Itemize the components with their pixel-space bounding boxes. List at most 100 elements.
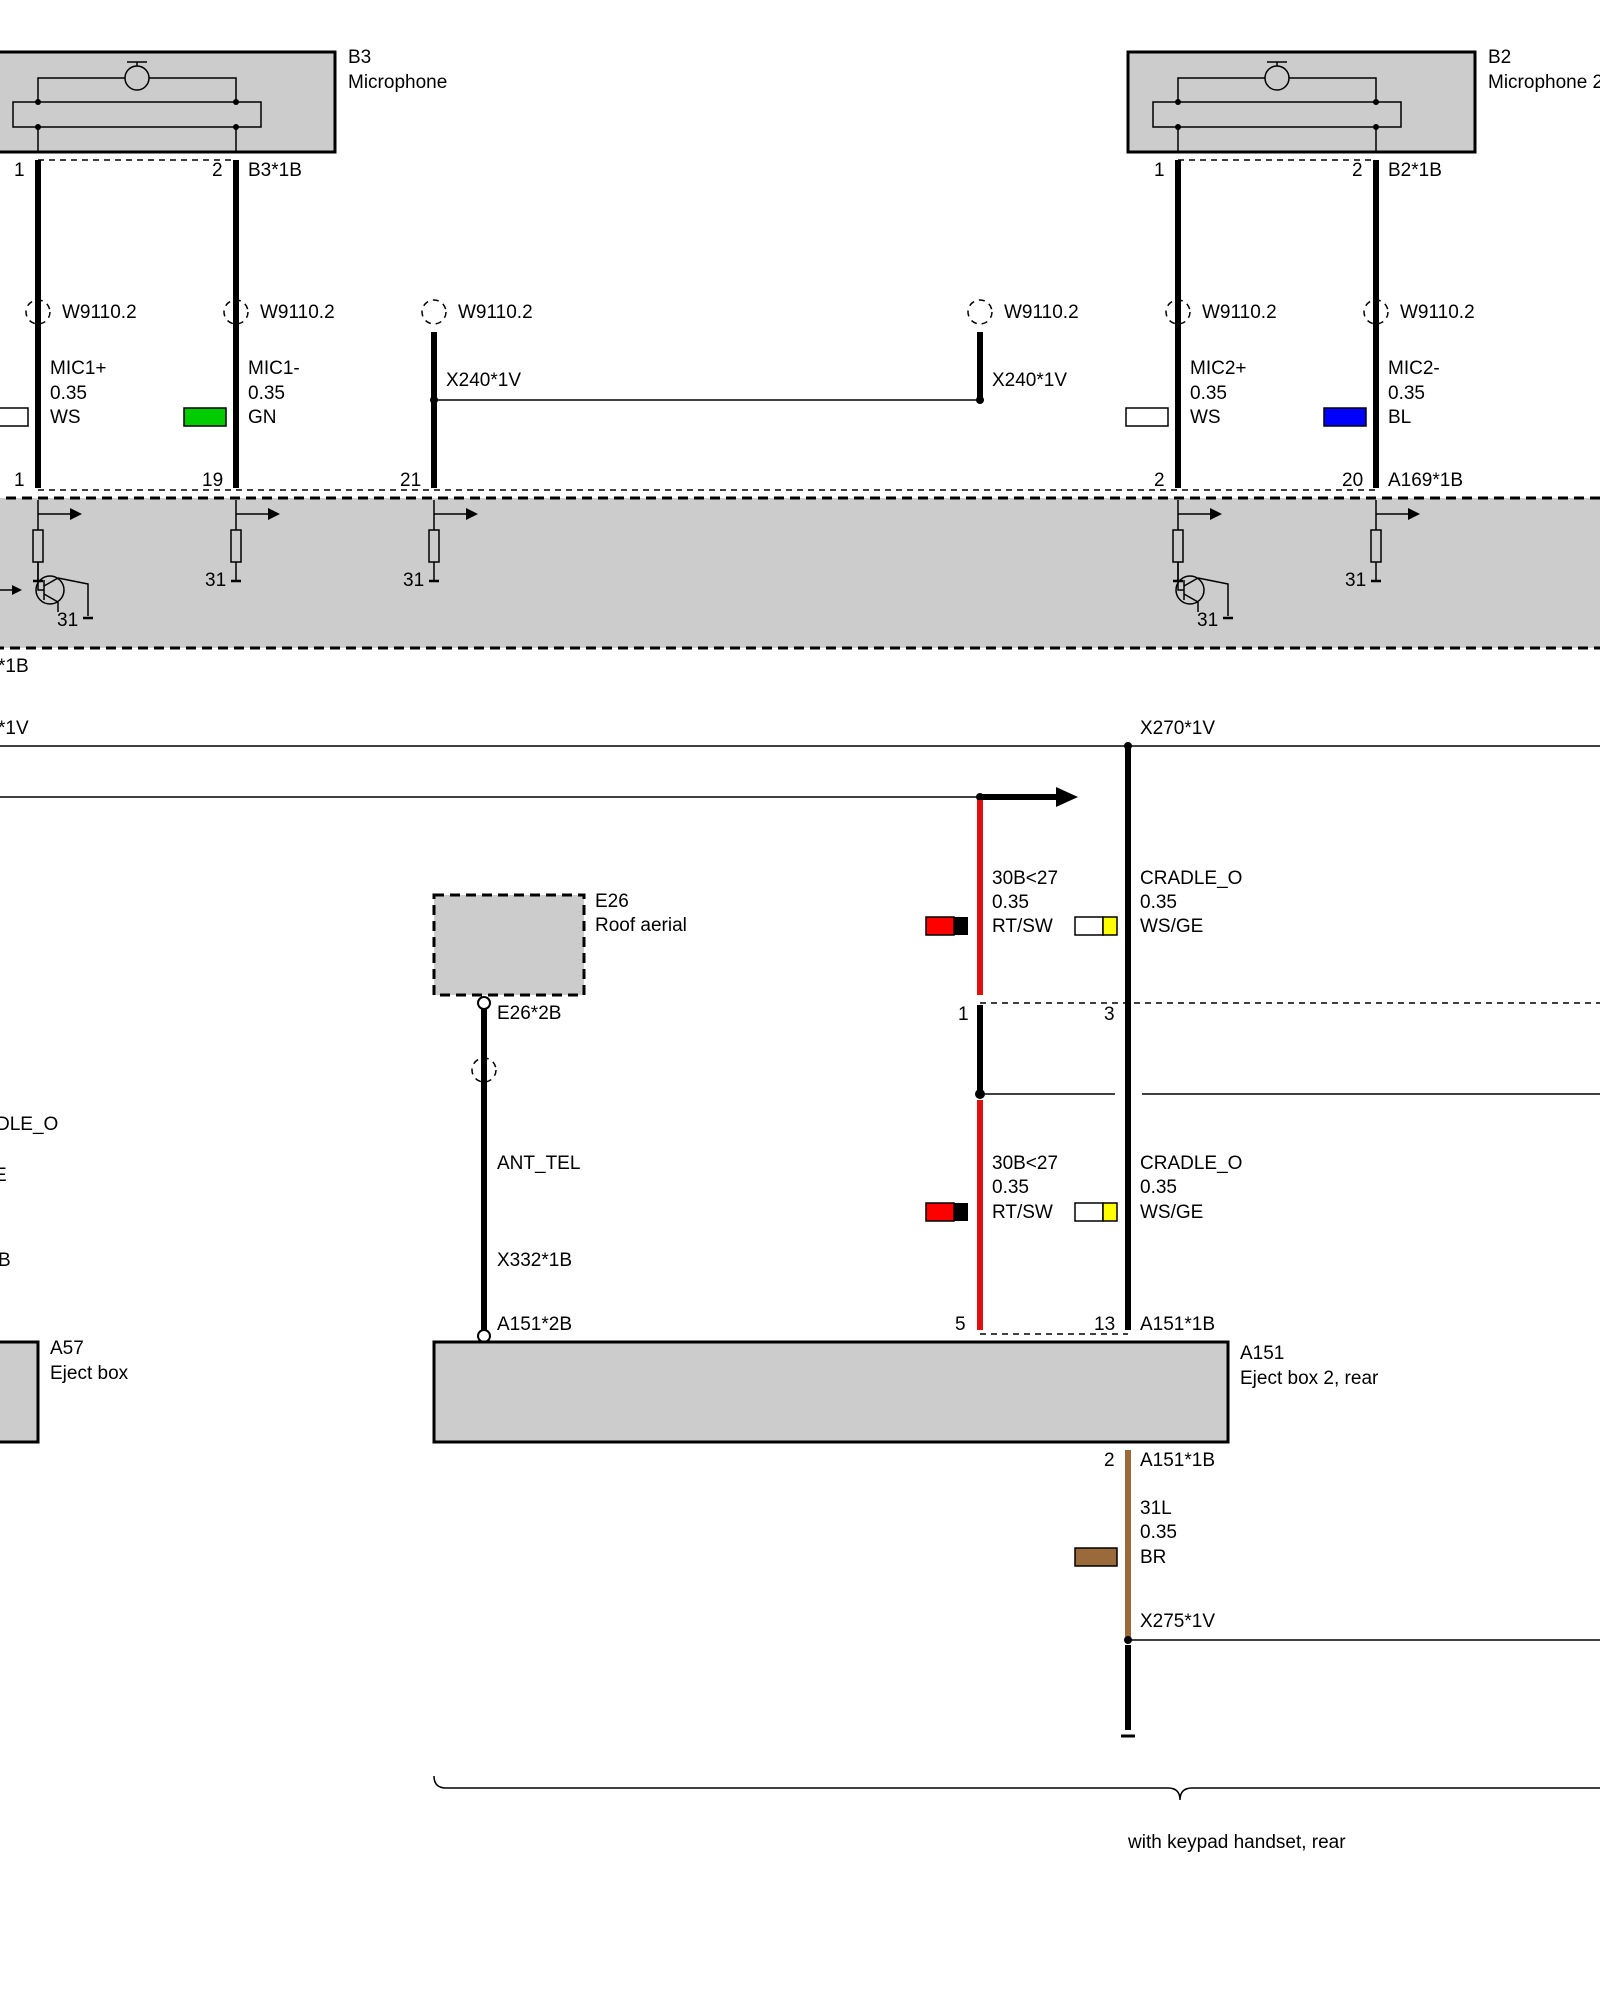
shield-icon xyxy=(1165,299,1191,325)
b3-connector: B3*1B xyxy=(248,160,302,181)
transistor-icon xyxy=(0,562,89,616)
a169-signal-arrows xyxy=(70,508,1420,520)
b3-pin1: 1 xyxy=(14,160,25,181)
ground-label: 31 xyxy=(1197,610,1218,631)
left-cradle-signal: DLE_O xyxy=(0,1114,58,1135)
ground-icon xyxy=(33,579,1381,620)
b3-id: B3 xyxy=(348,47,371,68)
a57-box xyxy=(0,1340,40,1444)
x332-label: X332*1B xyxy=(497,1250,572,1271)
shield-icon xyxy=(421,299,447,325)
color-swatch-sw xyxy=(954,1203,968,1221)
a151-pin-13: 13 xyxy=(1094,1314,1115,1335)
left-cradle-color: E xyxy=(0,1165,7,1186)
a169-connector: A169*1B xyxy=(1388,470,1463,491)
left-connector-partial: B xyxy=(0,1250,11,1271)
ant-tel-signal: ANT_TEL xyxy=(497,1153,580,1174)
b3-internal-symbol xyxy=(12,61,262,152)
a169-pin-1: 1 xyxy=(14,470,25,491)
cradle-upper-gauge: 0.35 xyxy=(1140,892,1177,913)
component-b2: B2 Microphone 2 1 2 B2*1B xyxy=(1126,47,1600,181)
e26-box xyxy=(432,893,586,997)
color-swatch-ws xyxy=(1074,1202,1104,1222)
b30-lower-signal: 30B<27 xyxy=(992,1153,1058,1174)
a151-2b-connector: A151*2B xyxy=(497,1314,572,1335)
mic2-minus-gauge: 0.35 xyxy=(1388,383,1425,404)
x270-bus: X270*1V *1V xyxy=(0,718,1600,807)
shield-label: W9110.2 xyxy=(1400,302,1475,323)
cradle-upper-signal: CRADLE_O xyxy=(1140,868,1242,889)
shield-label: W9110.2 xyxy=(1004,302,1079,323)
shield-label: W9110.2 xyxy=(260,302,335,323)
a151-pin-2: 2 xyxy=(1104,1450,1115,1471)
a169-pin-21: 21 xyxy=(400,470,421,491)
b2-internal-symbol xyxy=(1152,61,1402,152)
b30-upper-signal: 30B<27 xyxy=(992,868,1058,889)
transistor-icon xyxy=(1175,562,1229,616)
ground-label: 31 xyxy=(403,570,424,591)
x270-label-left-partial: *1V xyxy=(0,718,29,739)
cradle-upper-color: WS/GE xyxy=(1140,916,1203,937)
color-swatch-ws xyxy=(0,407,29,427)
mic2-plus-color: WS xyxy=(1190,407,1221,428)
brace-line xyxy=(433,1775,1600,1801)
b3-pin2: 2 xyxy=(212,160,223,181)
a169-connector-left-partial: *1B xyxy=(0,656,29,677)
color-swatch-rt xyxy=(925,916,955,936)
shield-icon xyxy=(1363,299,1389,325)
variant-brace: with keypad handset, rear xyxy=(433,1775,1600,1853)
shield-label: W9110.2 xyxy=(458,302,533,323)
color-swatch-ge xyxy=(1102,916,1118,936)
mic-wires: X240*1V X240*1V xyxy=(35,160,1379,488)
shield-label: W9110.2 xyxy=(62,302,137,323)
a151-id: A151 xyxy=(1240,1343,1284,1364)
gnd-31l-color: BR xyxy=(1140,1547,1166,1568)
b30-lower-color: RT/SW xyxy=(992,1202,1053,1223)
color-swatch-br xyxy=(1074,1547,1118,1567)
pin-1: 1 xyxy=(958,1004,969,1025)
mic2-minus-color: BL xyxy=(1388,407,1411,428)
cradle-lower-signal: CRADLE_O xyxy=(1140,1153,1242,1174)
a169-pin-19: 19 xyxy=(202,470,223,491)
component-b3: B3 Microphone 1 2 B3*1B xyxy=(0,47,447,181)
connector-pin-icon xyxy=(477,1329,491,1343)
color-swatch-ge xyxy=(1102,1202,1118,1222)
mic2-plus-gauge: 0.35 xyxy=(1190,383,1227,404)
e26-connector: E26*2B xyxy=(497,1003,561,1024)
connector-pin-icon xyxy=(477,996,491,1010)
color-swatch-ws xyxy=(1074,916,1104,936)
component-a169: 1 19 21 2 20 A169*1B *1B xyxy=(0,470,1600,677)
a151-1b-connector-lower: A151*1B xyxy=(1140,1450,1215,1471)
color-swatch-bl xyxy=(1323,407,1367,427)
e26-id: E26 xyxy=(595,891,629,912)
shield-markers: W9110.2 W9110.2 W9110.2 W9110.2 W9110.2 … xyxy=(25,299,1475,325)
color-swatch-rt xyxy=(925,1202,955,1222)
x270-label: X270*1V xyxy=(1140,718,1215,739)
b2-pin2: 2 xyxy=(1352,160,1363,181)
arrow-right-icon xyxy=(1056,787,1078,807)
mic2-minus-signal: MIC2- xyxy=(1388,358,1440,379)
b30-upper-gauge: 0.35 xyxy=(992,892,1029,913)
ground-label: 31 xyxy=(205,570,226,591)
a169-pin-2: 2 xyxy=(1154,470,1165,491)
a151-name: Eject box 2, rear xyxy=(1240,1368,1379,1389)
b2-id: B2 xyxy=(1488,47,1511,68)
mic-wire-labels: MIC1+ 0.35 WS MIC1- 0.35 GN MIC2+ 0.35 W… xyxy=(0,358,1440,428)
mic1-plus-color: WS xyxy=(50,407,81,428)
shield-icon xyxy=(223,299,249,325)
ground-label: 31 xyxy=(57,610,78,631)
ground-label: 31 xyxy=(1345,570,1366,591)
pin-3: 3 xyxy=(1104,1004,1115,1025)
shield-icon xyxy=(471,1057,497,1083)
color-swatch-gn xyxy=(183,407,227,427)
shield-icon xyxy=(25,299,51,325)
mic1-minus-signal: MIC1- xyxy=(248,358,300,379)
x240-label-right: X240*1V xyxy=(992,370,1067,391)
cradle-lower-color: WS/GE xyxy=(1140,1202,1203,1223)
cradle-lower-gauge: 0.35 xyxy=(1140,1177,1177,1198)
b2-connector: B2*1B xyxy=(1388,160,1442,181)
b2-pin1: 1 xyxy=(1154,160,1165,181)
gnd-31l-gauge: 0.35 xyxy=(1140,1522,1177,1543)
a151-box xyxy=(432,1340,1230,1444)
